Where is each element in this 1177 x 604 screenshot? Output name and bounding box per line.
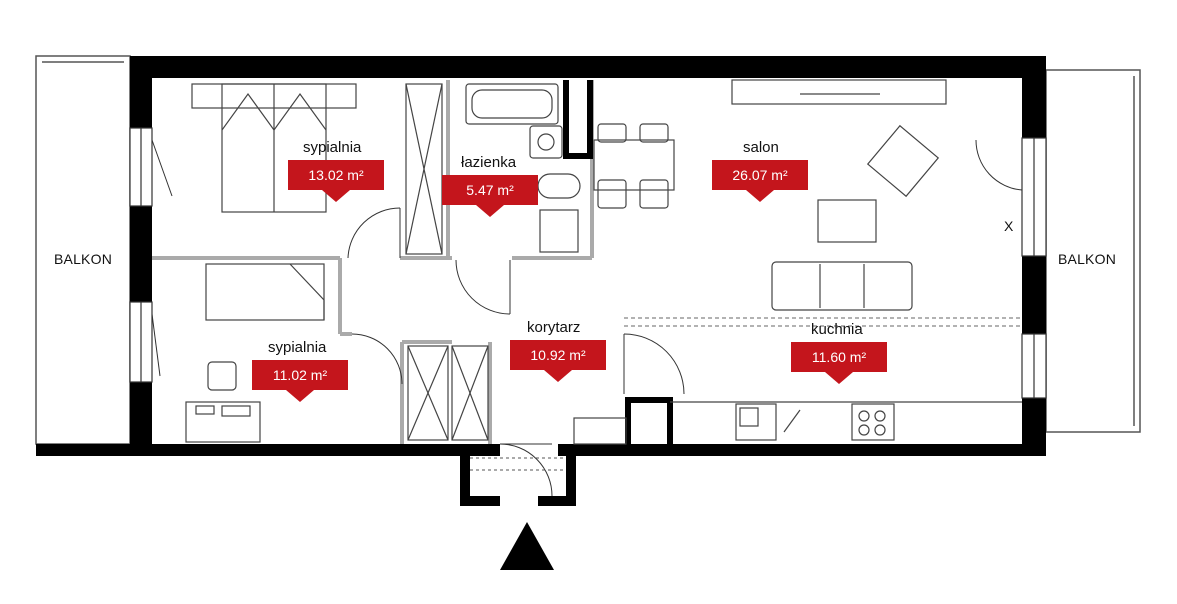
room-name-lazienka: łazienka (461, 154, 517, 171)
coffee-table (817, 199, 877, 243)
door-swing-icon (347, 139, 1023, 497)
tv-unit (731, 79, 947, 105)
armchair (866, 124, 940, 198)
balcony-left-label: BALKON (54, 251, 112, 267)
room-name-sypialnia-2: sypialnia (268, 339, 327, 356)
kitchen-counter (573, 401, 1022, 445)
shaft (563, 80, 593, 159)
window-casements (151, 139, 173, 377)
bathroom-fixtures (465, 83, 581, 253)
area-tag-salon: 26.07 m² (712, 160, 808, 202)
room-name-salon: salon (743, 139, 779, 156)
area-tag-kuchnia: 11.60 m² (791, 342, 887, 384)
area-tag-sypialnia-1: 13.02 m² (288, 160, 384, 202)
desk (185, 361, 261, 443)
entrance-threshold (470, 457, 566, 471)
wardrobes (405, 83, 489, 441)
sofa (771, 261, 913, 311)
double-bed (191, 83, 357, 213)
kitchen-stub (625, 397, 673, 444)
entrance-arrow-icon (500, 522, 554, 570)
room-name-kuchnia: kuchnia (811, 321, 863, 338)
area-tag-lazienka: 5.47 m² (442, 175, 538, 217)
room-name-sypialnia-1: sypialnia (303, 139, 362, 156)
dining-set (593, 123, 675, 209)
windows (129, 127, 1047, 399)
single-bed (205, 263, 325, 321)
balcony-left (35, 55, 131, 445)
kitchen-boundary (624, 317, 1022, 327)
balcony-right-label: BALKON (1058, 251, 1116, 267)
marker-x: X (1004, 218, 1014, 234)
room-name-korytarz: korytarz (527, 319, 581, 336)
area-tag-sypialnia-2: 11.02 m² (252, 360, 348, 402)
area-tag-korytarz: 10.92 m² (510, 340, 606, 382)
